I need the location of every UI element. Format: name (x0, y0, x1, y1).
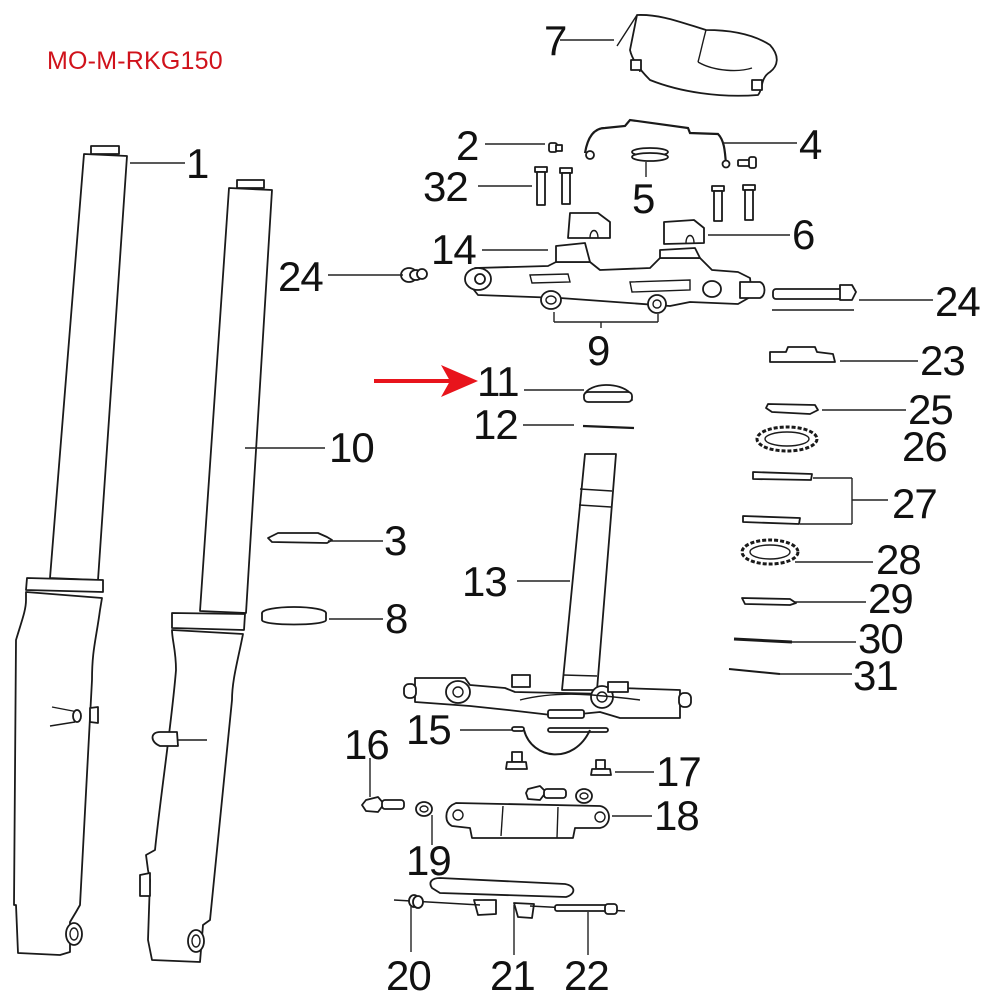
part-8-oil-seal (261, 606, 327, 626)
callout-4: 4 (799, 121, 822, 168)
part-16-bolt (361, 796, 405, 813)
part-2-screw (548, 142, 563, 153)
part-10-right-fork-leg (139, 179, 273, 963)
part-18-plate (445, 802, 610, 839)
part-15-u-clamp (511, 726, 609, 756)
callout-19: 19 (406, 837, 452, 884)
callout-27: 27 (892, 480, 938, 527)
part-4-bracket (583, 118, 731, 169)
callout-24-left: 24 (278, 253, 324, 300)
callout-7: 7 (544, 17, 567, 64)
callout-32: 32 (423, 163, 469, 210)
callout-21: 21 (490, 952, 536, 999)
part-14-upper-triple-clamp (464, 242, 766, 314)
highlight-arrow (374, 365, 478, 397)
callout-2: 2 (456, 122, 479, 169)
part-31-washer (728, 668, 781, 675)
part-6-handlebar-clamps (567, 212, 705, 245)
model-code-title: MO-M-RKG150 (47, 47, 223, 75)
callout-24-right: 24 (935, 278, 981, 325)
part-27-bearing-cups (742, 471, 813, 525)
part-17-bolts (505, 751, 612, 776)
part-1-left-fork-leg (13, 145, 128, 956)
part-18-fasteners (525, 785, 593, 804)
callout-17: 17 (656, 748, 702, 795)
callout-11: 11 (477, 358, 520, 405)
part-23-adjuster-nut (769, 346, 836, 363)
part-5-washer (631, 147, 669, 162)
leader-lines (130, 39, 933, 955)
part-32-bolts (534, 166, 756, 222)
callout-25: 25 (908, 386, 954, 433)
part-7-handlebar-cover (616, 14, 778, 97)
callout-8: 8 (385, 595, 408, 642)
callout-26: 26 (902, 423, 948, 470)
callout-30: 30 (858, 615, 904, 662)
callout-20: 20 (386, 952, 432, 999)
callout-15: 15 (406, 706, 452, 753)
callout-12: 12 (473, 401, 519, 448)
callout-14: 14 (431, 226, 477, 273)
part-26-ball-race (755, 425, 819, 453)
screw-right-of-bracket (737, 156, 757, 169)
callout-13: 13 (462, 558, 508, 605)
part-3-dust-seal (267, 532, 333, 544)
callout-10: 10 (329, 424, 375, 471)
part-20-nut (393, 894, 481, 909)
part-30-seal (733, 637, 793, 644)
callout-6: 6 (792, 211, 815, 258)
part-22-long-bolt (529, 903, 626, 915)
callout-16: 16 (344, 721, 390, 768)
part-29-bearing-cone (741, 597, 797, 606)
callout-23: 23 (920, 337, 966, 384)
callout-18: 18 (654, 792, 700, 839)
callout-31: 31 (853, 652, 899, 699)
part-24-long-bolt (772, 284, 857, 311)
part-13-steering-stem (561, 453, 617, 691)
callout-9: 9 (587, 327, 610, 374)
part-11-stem-nut (583, 384, 633, 403)
callout-5: 5 (632, 175, 655, 222)
part-19-washer (415, 801, 433, 817)
callout-28: 28 (876, 536, 922, 583)
callout-1: 1 (186, 140, 209, 187)
part-25-bearing-cone (765, 403, 819, 415)
part-24-left-fastener (400, 267, 428, 283)
part-21-bracket (429, 877, 575, 919)
part-28-ball-race (740, 538, 800, 566)
part-13-lower-triple-clamp (403, 674, 692, 719)
part-12-washer (582, 424, 635, 430)
callout-3: 3 (384, 517, 407, 564)
callout-29: 29 (868, 575, 914, 622)
callout-22: 22 (564, 952, 610, 999)
